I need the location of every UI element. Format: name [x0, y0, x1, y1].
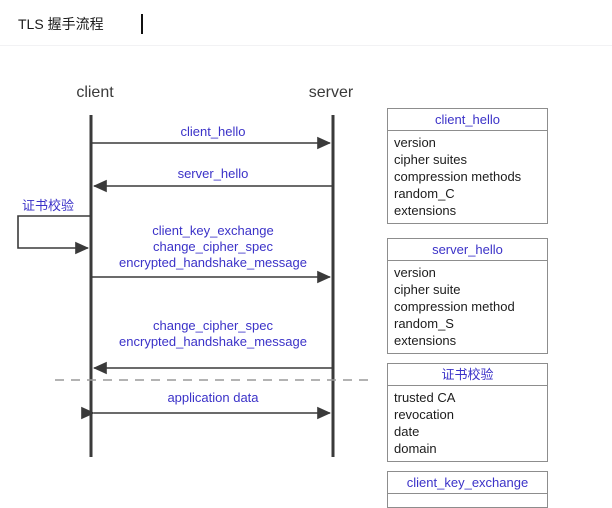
info-row: trusted CA [394, 390, 456, 405]
info-row: random_S [394, 316, 454, 331]
info-box-title: client_hello [388, 109, 547, 131]
arrow-cert-verify-self [17, 215, 91, 255]
message-label-application-data: application data [167, 390, 259, 405]
info-row: revocation [394, 407, 454, 422]
info-box-body: trusted CA revocation date domain [388, 386, 547, 461]
message-label-client-hello: client_hello [180, 124, 246, 139]
info-box-server-hello: server_hello version cipher suite compre… [387, 238, 548, 354]
info-box-title: server_hello [388, 239, 547, 261]
info-row: compression methods [394, 169, 522, 184]
message-line: client_key_exchange [152, 223, 274, 238]
message-line: encrypted_handshake_message [119, 334, 307, 349]
message-line: change_cipher_spec [153, 239, 273, 254]
actor-label-server: server [308, 84, 354, 101]
message-line: change_cipher_spec [153, 318, 273, 333]
sequence-diagram-canvas [17, 115, 375, 457]
info-box-title: 证书校验 [388, 364, 547, 386]
info-row: date [394, 424, 420, 439]
info-row: extensions [394, 333, 457, 348]
title-bar: TLS 握手流程 [0, 0, 612, 45]
info-box-title: client_key_exchange [388, 472, 547, 494]
info-box-body: version cipher suite compression method … [388, 261, 547, 353]
info-box-cert-verify: 证书校验 trusted CA revocation date domain [387, 363, 548, 462]
info-row: random_C [394, 186, 455, 201]
info-box-body: version cipher suites compression method… [388, 131, 547, 223]
info-row: version [394, 135, 436, 150]
text-caret [141, 14, 143, 34]
info-box-body [388, 494, 547, 507]
info-row: extensions [394, 203, 457, 218]
message-label-cert-verify: 证书校验 [21, 198, 74, 213]
message-label-server-cipher-group: change_cipher_spec encrypted_handshake_m… [92, 318, 334, 350]
message-label-server-hello: server_hello [177, 166, 249, 181]
title-divider [0, 45, 612, 46]
info-row: cipher suites [394, 152, 467, 167]
info-box-client-key-exchange: client_key_exchange [387, 471, 548, 508]
info-row: domain [394, 441, 437, 456]
message-line: encrypted_handshake_message [119, 255, 307, 270]
info-box-client-hello: client_hello version cipher suites compr… [387, 108, 548, 224]
page-title: TLS 握手流程 [18, 16, 104, 32]
actor-label-client: client [76, 84, 114, 101]
info-row: version [394, 265, 436, 280]
message-label-client-key-group: client_key_exchange change_cipher_spec e… [92, 223, 334, 271]
info-row: cipher suite [394, 282, 461, 297]
sequence-diagram: client server client_hello server_hello … [0, 46, 612, 508]
info-row: compression method [394, 299, 515, 314]
